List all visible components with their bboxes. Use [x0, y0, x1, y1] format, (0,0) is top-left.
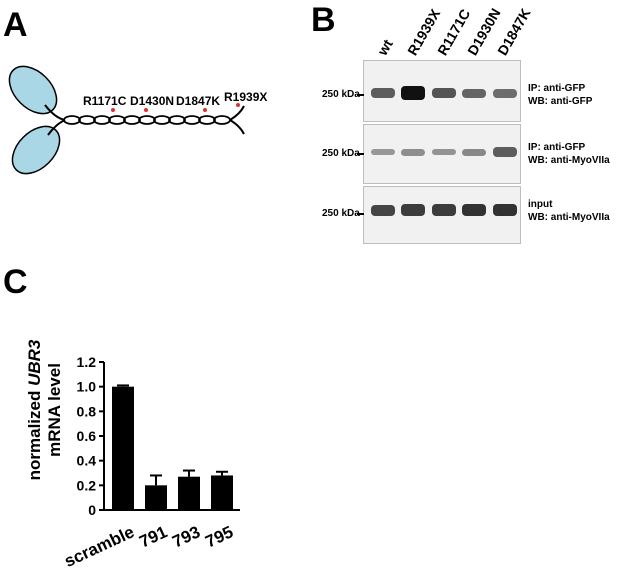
blot-2-band-lane-5: [493, 147, 517, 157]
mutation-label-1: R1171C: [83, 94, 127, 108]
panel-letter-a: A: [3, 6, 28, 44]
svg-text:normalized UBR3: normalized UBR3: [25, 339, 44, 480]
blot-2-band-lane-2: [401, 148, 425, 156]
coil-loop: [213, 115, 231, 125]
blot-1-band-lane-1: [371, 88, 395, 98]
x-tick-label-scramble: scramble: [61, 522, 137, 570]
panel-letter-c: C: [3, 263, 28, 301]
x-tick-label-795: 795: [202, 522, 236, 551]
bar-chart: normalized UBR3 mRNA level 0 0.2 0.4 0.6 0.8…: [25, 339, 240, 570]
coil-loop: [108, 115, 126, 125]
tail-end-lower: [229, 119, 245, 135]
coil-loop: [63, 115, 81, 125]
panel-letter-b: B: [311, 1, 336, 39]
blot-2-band-lane-1: [371, 149, 395, 155]
blot-2-wb-label: WB: anti-MyoVIIa: [528, 155, 610, 166]
x-tick-label-791: 791: [136, 522, 170, 551]
blot-3-band-lane-3: [432, 204, 456, 216]
mutation-label-3: D1847K: [176, 94, 221, 108]
blot-1-ip-label: IP: anti-GFP: [528, 83, 586, 94]
bar-scramble: [112, 386, 134, 510]
y-tick-label: 0.8: [77, 403, 97, 419]
y-axis-title-line-2: mRNA level: [45, 363, 64, 457]
mutation-marker-1: [111, 108, 115, 112]
bar-793: [178, 476, 200, 510]
mutation-marker-3: [203, 108, 207, 112]
blot-3-band-lane-1: [371, 204, 395, 216]
motor-head-lower: [11, 125, 61, 175]
y-tick-label: 0.2: [77, 477, 97, 493]
mutation-label-2: D1430N: [130, 94, 175, 108]
motor-head-upper: [8, 65, 58, 115]
y-axis-title-gene: UBR3: [25, 339, 44, 386]
y-tick-label: 0: [88, 502, 96, 518]
blot-3-band-lane-5: [493, 204, 517, 216]
blot-3-band-lane-4: [462, 204, 486, 216]
blot-3-mw-label: 250 kDa: [322, 208, 360, 219]
mutation-marker-4: [236, 103, 240, 107]
bar-795: [211, 475, 233, 510]
blot-1-band-lane-5: [493, 88, 517, 98]
coil-loop: [168, 115, 186, 125]
blot-3-ip-label: input: [528, 199, 553, 210]
coil-loop: [153, 115, 171, 125]
coil-loop: [183, 115, 201, 125]
blot-3-mw-tick: [357, 213, 364, 215]
blot-3-band-lane-2: [401, 204, 425, 216]
coil-loop: [78, 115, 96, 125]
blot-2-mw-label: 250 kDa: [322, 148, 360, 159]
blot-1-band-lane-3: [432, 88, 456, 98]
y-tick-label: 0.6: [77, 428, 97, 444]
blot-1-wb-label: WB: anti-GFP: [528, 96, 593, 107]
tail-end-upper: [229, 105, 245, 121]
blot-1-band-lane-4: [462, 88, 486, 98]
blot-2-band-lane-3: [432, 149, 456, 155]
y-tick-label: 1.2: [77, 354, 97, 370]
y-axis-title: normalized UBR3 mRNA level: [25, 339, 64, 480]
y-tick-label: 1.0: [77, 379, 97, 395]
blot-2-mw-tick: [357, 153, 364, 155]
y-tick-label: 0.4: [77, 453, 97, 469]
blot-1-band-lane-2: [401, 86, 425, 100]
coil-loop: [93, 115, 111, 125]
blot-2-ip-label: IP: anti-GFP: [528, 142, 586, 153]
coil-loop: [198, 115, 216, 125]
bar-791: [145, 485, 167, 510]
blot-1-mw-label: 250 kDa: [322, 89, 360, 100]
blot-3-wb-label: WB: anti-MyoVIIa: [528, 212, 610, 223]
myosin-schematic: [8, 65, 245, 175]
blot-2-band-lane-4: [462, 148, 486, 156]
mutation-label-4: R1939X: [224, 90, 268, 104]
lane-label-1: wt: [374, 36, 396, 58]
mutation-marker-2: [144, 108, 148, 112]
coil-loop: [138, 115, 156, 125]
coil-loop: [123, 115, 141, 125]
coiled-coil-tail: [63, 115, 231, 125]
y-axis-title-part-1: normalized: [25, 386, 44, 480]
blot-1-mw-tick: [357, 94, 364, 96]
x-tick-label-793: 793: [169, 522, 203, 551]
